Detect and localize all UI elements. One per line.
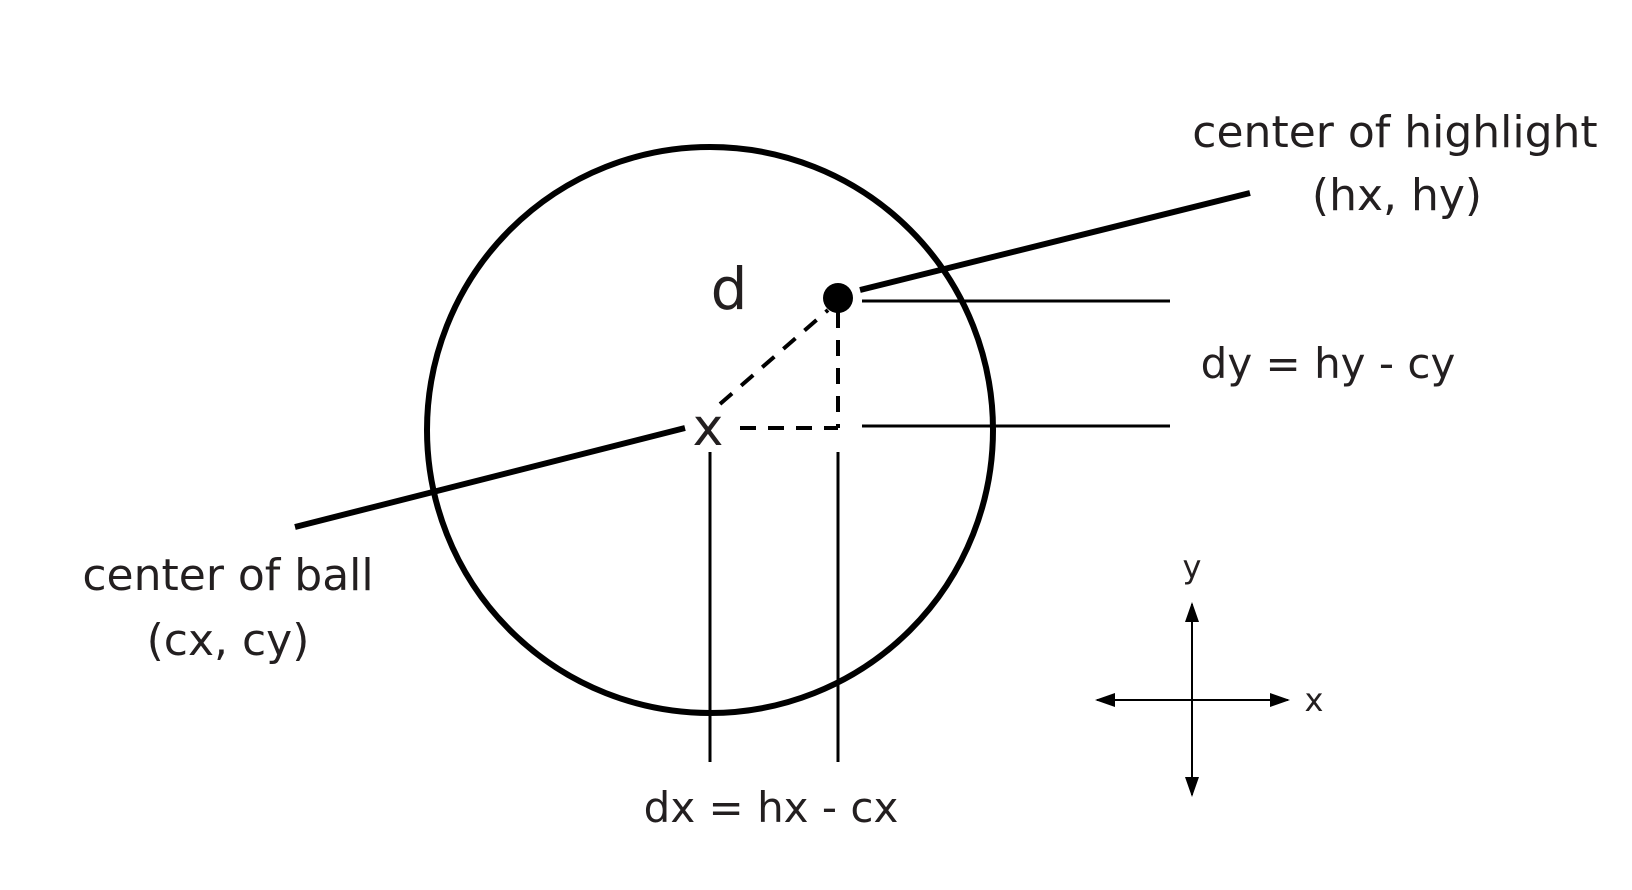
y-axis-label: y — [1183, 548, 1202, 586]
x-axis-label: x — [1305, 681, 1324, 719]
dx-formula-label: dx = hx - cx — [644, 783, 899, 832]
distance-d-dashed-line — [718, 308, 830, 406]
dy-formula-label: dy = hy - cy — [1201, 339, 1456, 388]
highlight-title-label: center of highlight — [1192, 107, 1597, 158]
ball-coords-label: (cx, cy) — [147, 615, 310, 666]
distance-d-label: d — [711, 255, 748, 323]
ball-center-leader-line — [294, 425, 686, 530]
highlight-coords-label: (hx, hy) — [1312, 170, 1482, 221]
highlight-center-leader-line — [859, 190, 1251, 293]
ball-title-label: center of ball — [82, 550, 373, 601]
ball-center-x-mark: x — [693, 398, 724, 458]
highlight-center-dot — [823, 283, 853, 313]
